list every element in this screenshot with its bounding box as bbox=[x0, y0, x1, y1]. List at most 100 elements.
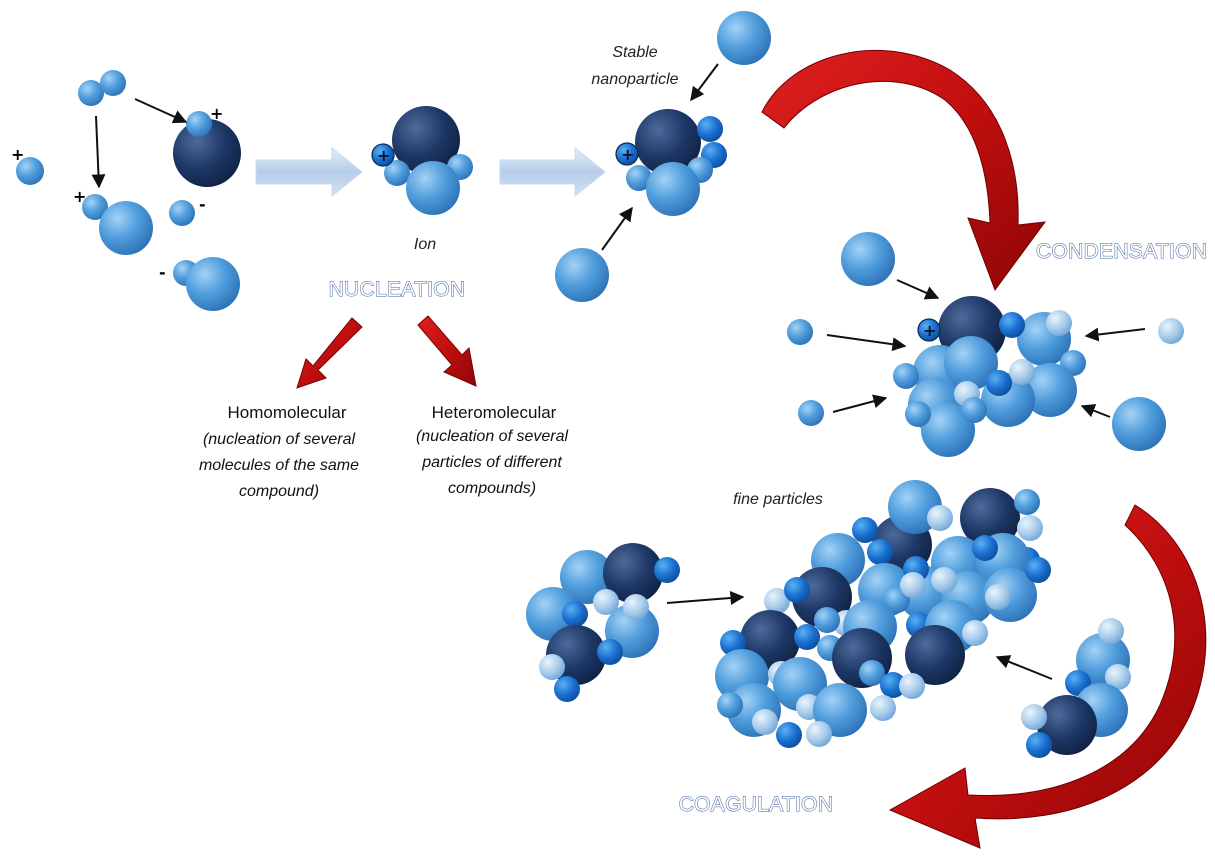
molecule bbox=[16, 157, 44, 185]
molecule bbox=[626, 165, 652, 191]
condensation-title: CONDENSATION bbox=[1036, 240, 1207, 263]
molecule bbox=[1009, 359, 1035, 385]
arrow bbox=[601, 206, 633, 251]
molecule bbox=[603, 543, 663, 603]
arrow bbox=[995, 655, 1053, 680]
molecule bbox=[554, 676, 580, 702]
ion-plus-sign: + bbox=[923, 321, 936, 340]
plus-sign: + bbox=[11, 145, 24, 164]
molecule bbox=[905, 625, 965, 685]
molecule bbox=[962, 620, 988, 646]
molecule bbox=[100, 70, 126, 96]
molecule bbox=[384, 160, 410, 186]
molecule bbox=[870, 695, 896, 721]
minus-sign: - bbox=[199, 195, 206, 214]
molecule bbox=[697, 116, 723, 142]
molecule bbox=[1017, 515, 1043, 541]
molecule bbox=[406, 161, 460, 215]
homomolecular-caption: Homomolecular (nucleation of several mol… bbox=[199, 403, 359, 500]
molecule bbox=[623, 594, 649, 620]
molecule bbox=[852, 517, 878, 543]
ion-plus-sign: + bbox=[377, 146, 390, 165]
stable-label-line2: nanoparticle bbox=[591, 71, 678, 88]
molecule bbox=[752, 709, 778, 735]
molecule bbox=[186, 111, 212, 137]
plus-sign: + bbox=[210, 104, 223, 123]
arrow bbox=[1084, 327, 1146, 342]
molecule bbox=[798, 400, 824, 426]
arrow bbox=[896, 279, 940, 300]
arrow bbox=[666, 591, 745, 605]
molecule bbox=[900, 572, 926, 598]
arrow bbox=[1080, 404, 1111, 418]
heteromolecular-title: Heteromolecular bbox=[432, 403, 557, 422]
molecule bbox=[597, 639, 623, 665]
nucleation-title: NUCLEATION bbox=[329, 278, 466, 301]
molecule bbox=[784, 577, 810, 603]
molecule bbox=[841, 232, 895, 286]
molecule bbox=[1105, 664, 1131, 690]
molecule bbox=[814, 607, 840, 633]
molecule bbox=[82, 194, 108, 220]
homomolecular-desc-3: compound) bbox=[239, 483, 319, 500]
coagulation-title: COAGULATION bbox=[679, 793, 834, 816]
molecule bbox=[776, 722, 802, 748]
molecule bbox=[1098, 618, 1124, 644]
heteromolecular-caption: Heteromolecular (nucleation of several p… bbox=[416, 403, 569, 497]
free-molecules-group bbox=[16, 70, 241, 311]
red-arrow-heteromolecular bbox=[417, 315, 477, 387]
arrow bbox=[91, 115, 106, 189]
molecule bbox=[646, 162, 700, 216]
molecule bbox=[905, 401, 931, 427]
molecule bbox=[555, 248, 609, 302]
molecule bbox=[859, 660, 885, 686]
stable-label-line1: Stable bbox=[612, 44, 657, 61]
stable-nanoparticle-cluster: + bbox=[615, 109, 727, 216]
molecule bbox=[931, 567, 957, 593]
molecule bbox=[986, 370, 1012, 396]
molecule bbox=[1025, 557, 1051, 583]
molecule bbox=[1112, 397, 1166, 451]
transition-arrow-2 bbox=[499, 146, 606, 198]
molecule bbox=[961, 397, 987, 423]
arrow bbox=[832, 394, 888, 413]
fine-particles-label: fine particles bbox=[733, 491, 823, 508]
molecule bbox=[1037, 695, 1097, 755]
molecule bbox=[186, 257, 240, 311]
molecule bbox=[78, 80, 104, 106]
molecule bbox=[1026, 732, 1052, 758]
molecule bbox=[921, 403, 975, 457]
ion-label: Ion bbox=[414, 236, 436, 253]
molecule bbox=[1014, 489, 1040, 515]
right-small-cluster bbox=[1021, 618, 1131, 758]
molecule bbox=[1023, 363, 1077, 417]
molecule bbox=[717, 692, 743, 718]
transition-arrow-1 bbox=[255, 146, 363, 198]
molecule bbox=[392, 106, 460, 174]
fine-particles-cluster bbox=[715, 480, 1051, 748]
molecule bbox=[985, 584, 1011, 610]
condensation-cluster: + bbox=[893, 296, 1086, 457]
arrow bbox=[690, 63, 719, 102]
molecule bbox=[880, 672, 906, 698]
molecule bbox=[806, 721, 832, 747]
molecule bbox=[999, 312, 1025, 338]
plus-sign: + bbox=[73, 187, 86, 206]
ion-plus-sign: + bbox=[621, 145, 634, 164]
arrow bbox=[826, 334, 907, 352]
molecule bbox=[899, 673, 925, 699]
molecule bbox=[764, 588, 790, 614]
molecule bbox=[867, 539, 893, 565]
minus-sign: - bbox=[159, 263, 166, 282]
molecule bbox=[972, 535, 998, 561]
molecule bbox=[1046, 310, 1072, 336]
molecule bbox=[893, 363, 919, 389]
molecule bbox=[635, 109, 701, 175]
molecule bbox=[539, 654, 565, 680]
red-arrow-homomolecular bbox=[296, 317, 363, 389]
molecule bbox=[99, 201, 153, 255]
heteromolecular-desc-2: particles of different bbox=[421, 454, 562, 471]
homomolecular-desc-2: molecules of the same bbox=[199, 457, 359, 474]
homomolecular-title: Homomolecular bbox=[227, 403, 346, 422]
